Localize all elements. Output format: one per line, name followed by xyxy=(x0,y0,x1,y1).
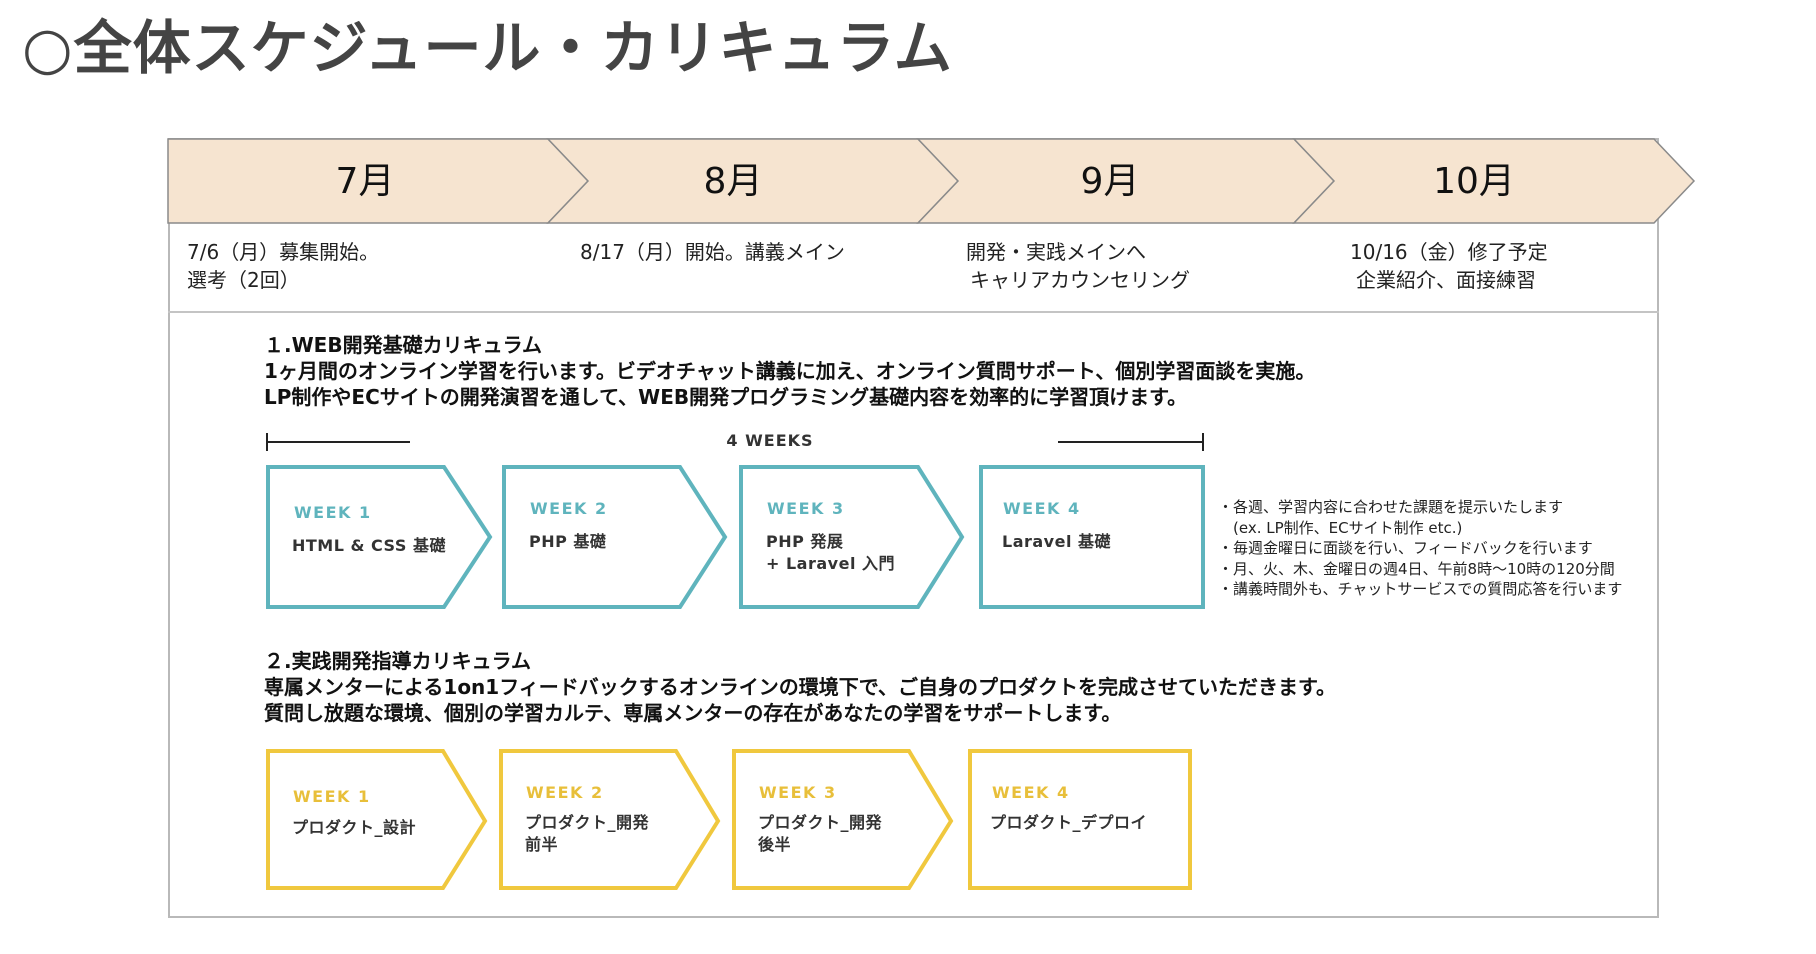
note-line: 10/16（金）修了予定 xyxy=(1350,240,1548,264)
teal-card-3-week: WEEK 3 xyxy=(767,499,845,518)
section2-heading: ２.実践開発指導カリキュラム xyxy=(264,649,531,673)
gold-card-1-week: WEEK 1 xyxy=(293,787,371,806)
gold-card-3-week: WEEK 3 xyxy=(759,783,837,802)
note-aug: 8/17（月）開始。講義メイン xyxy=(580,238,845,266)
bullet-item: ・月、火、木、金曜日の週4日、午前8時〜10時の120分間 xyxy=(1218,559,1615,578)
bullet-item: ・各週、学習内容に合わせた課題を提示いたします xyxy=(1218,498,1564,516)
section1-heading: １.WEB開発基礎カリキュラム xyxy=(264,333,542,357)
card-line: プロダクト_開発 xyxy=(525,813,650,832)
bracket-right-tick xyxy=(1202,433,1204,451)
teal-card-2 xyxy=(502,465,728,609)
card-line: プロダクト_開発 xyxy=(758,813,883,832)
section2-line2: 質問し放題な環境、個別の学習カルテ、専属メンターの存在があなたの学習をサポートし… xyxy=(264,701,1122,725)
month-label-oct: 10月 xyxy=(1433,161,1515,202)
gold-card-2-desc: プロダクト_開発 前半 xyxy=(525,812,649,856)
section1-bullets: ・各週、学習内容に合わせた課題を提示いたします (ex. LP制作、ECサイト制… xyxy=(1218,497,1622,600)
gold-card-2 xyxy=(499,749,721,890)
card-line: + Laravel 入門 xyxy=(766,554,895,573)
weeks-label: 4 WEEKS xyxy=(726,431,814,450)
note-sep: 開発・実践メインへ キャリアカウンセリング xyxy=(966,238,1190,294)
month-label-aug: 8月 xyxy=(703,161,763,202)
section2-line1: 専属メンターによる1on1フィードバックするオンラインの環境下で、ご自身のプロダ… xyxy=(264,675,1337,699)
teal-card-4 xyxy=(979,465,1205,609)
bullet-item: ・毎週金曜日に面談を行い、フィードバックを行います xyxy=(1218,539,1593,557)
note-oct: 10/16（金）修了予定 企業紹介、面接練習 xyxy=(1350,238,1548,294)
month-label-sep: 9月 xyxy=(1080,161,1140,202)
teal-card-3-desc: PHP 発展 + Laravel 入門 xyxy=(766,531,895,575)
teal-card-2-week: WEEK 2 xyxy=(530,499,608,518)
gold-card-4-week: WEEK 4 xyxy=(992,783,1070,802)
bracket-right-line xyxy=(1058,441,1204,443)
teal-card-1 xyxy=(266,465,493,609)
bracket-left-line xyxy=(266,441,410,443)
teal-card-2-desc: PHP 基礎 xyxy=(529,532,607,551)
teal-card-4-week: WEEK 4 xyxy=(1003,499,1081,518)
bullet-item: (ex. LP制作、ECサイト制作 etc.) xyxy=(1218,518,1463,537)
card-line: PHP 発展 xyxy=(766,532,844,551)
gold-card-4-desc: プロダクト_デプロイ xyxy=(990,813,1148,832)
gold-card-1 xyxy=(266,749,488,890)
teal-card-1-week: WEEK 1 xyxy=(294,503,372,522)
gold-card-3 xyxy=(732,749,954,890)
bullet-item: ・講義時間外も、チャットサービスでの質問応答を行います xyxy=(1218,580,1623,598)
note-line: 企業紹介、面接練習 xyxy=(1356,268,1536,292)
note-jul: 7/6（月）募集開始。 選考（2回） xyxy=(187,238,379,294)
note-line: 8/17（月）開始。講義メイン xyxy=(580,240,845,264)
section1-line2: LP制作やECサイトの開発演習を通して、WEB開発プログラミング基礎内容を効率的… xyxy=(264,385,1188,409)
note-line: 選考（2回） xyxy=(187,268,300,292)
card-line: 後半 xyxy=(758,835,792,854)
gold-card-1-desc: プロダクト_設計 xyxy=(292,818,417,837)
band-divider xyxy=(168,311,1659,313)
teal-card-1-desc: HTML & CSS 基礎 xyxy=(292,536,446,555)
note-line: 7/6（月）募集開始。 xyxy=(187,240,380,264)
gold-card-2-week: WEEK 2 xyxy=(526,783,604,802)
note-line: キャリアカウンセリング xyxy=(970,268,1190,292)
month-label-jul: 7月 xyxy=(335,161,395,202)
page-title: ○全体スケジュール・カリキュラム xyxy=(22,14,953,82)
teal-card-4-desc: Laravel 基礎 xyxy=(1002,532,1112,551)
note-line: 開発・実践メインへ xyxy=(966,240,1146,264)
gold-card-3-desc: プロダクト_開発 後半 xyxy=(758,812,882,856)
gold-card-4 xyxy=(968,749,1192,890)
card-line: 前半 xyxy=(525,835,559,854)
month-segment-oct xyxy=(1292,138,1696,224)
teal-card-3 xyxy=(739,465,965,609)
section1-line1: 1ヶ月間のオンライン学習を行います。ビデオチャット講義に加え、オンライン質問サポ… xyxy=(264,359,1316,383)
